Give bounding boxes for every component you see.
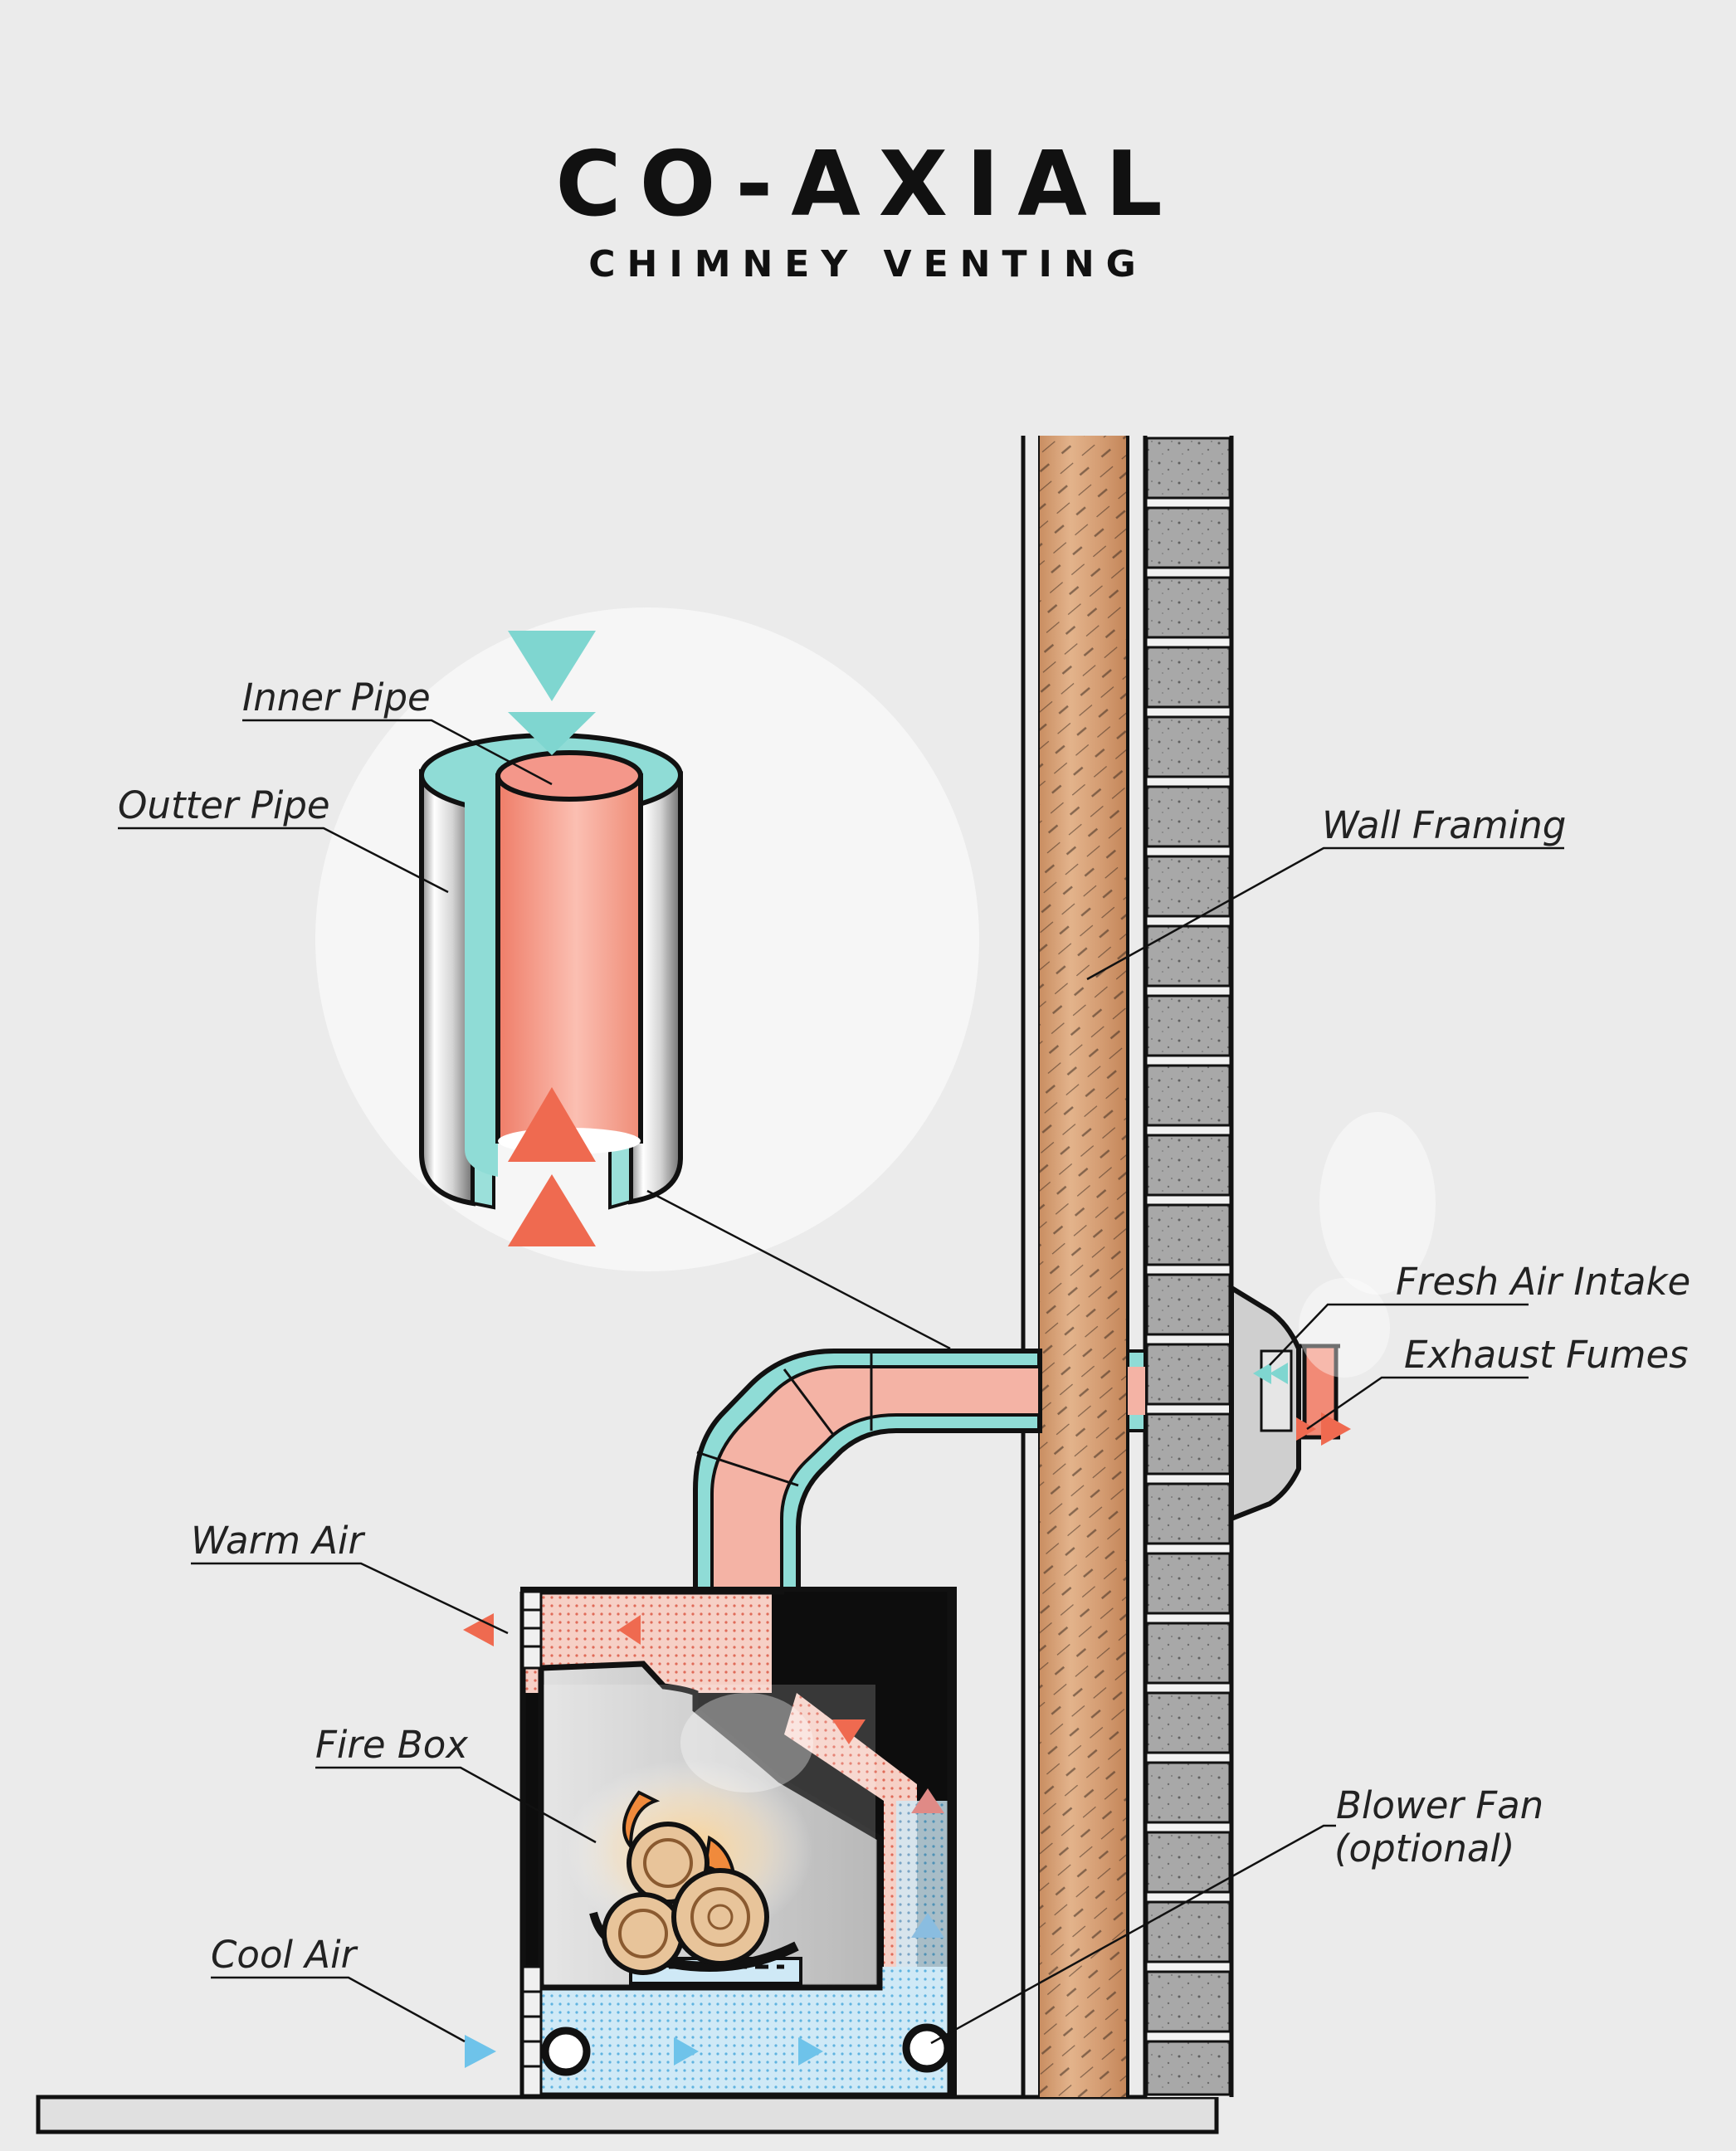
- cool-air-arrow-icon: [911, 1913, 944, 1938]
- label-warm-air: Warm Air: [191, 1519, 364, 1563]
- brick: [1145, 994, 1231, 1057]
- fire-logs-icon: [589, 1790, 799, 1975]
- label-inner-pipe: Inner Pipe: [242, 676, 431, 719]
- brick: [1145, 1761, 1231, 1824]
- label-blower-fan-note: (optional): [1334, 1827, 1515, 1871]
- exhaust-arrow-icon: [508, 1087, 596, 1162]
- fresh-air-intake-arrow-icon: [1253, 1363, 1271, 1384]
- page-title: CO-AXIAL: [555, 133, 1181, 237]
- wall-assembly: [1021, 436, 1234, 2097]
- page-subtitle: CHIMNEY VENTING: [588, 243, 1148, 285]
- cool-air-arrow-icon: [798, 2037, 823, 2066]
- wall-terminal-cap: [1229, 1112, 1436, 1523]
- brick: [1145, 1622, 1231, 1685]
- brick: [1145, 924, 1231, 988]
- exhaust-smoke: [1319, 1112, 1436, 1295]
- brick: [1145, 1134, 1231, 1197]
- brick: [1145, 506, 1231, 569]
- firebox-smoke: [680, 1693, 813, 1792]
- label-outter-pipe: Outter Pipe: [118, 783, 330, 827]
- label-exhaust-fumes: Exhaust Fumes: [1404, 1333, 1689, 1377]
- label-fresh-air-intake: Fresh Air Intake: [1396, 1260, 1691, 1304]
- brick: [1145, 1552, 1231, 1615]
- warm-air-arrow-icon: [463, 1613, 494, 1646]
- floor-slab: [36, 2095, 1219, 2134]
- label-blower-fan: Blower Fan: [1336, 1783, 1544, 1827]
- brick: [1145, 2040, 1231, 2096]
- fresh-air-arrow-icon: [508, 631, 596, 701]
- fresh-air-intake-arrow-icon: [1270, 1363, 1288, 1384]
- brick: [1145, 785, 1231, 848]
- brick: [1145, 1412, 1231, 1475]
- fresh-air-arrow-icon: [508, 712, 596, 755]
- leader-lines: [118, 719, 1564, 2045]
- brick: [1145, 1482, 1231, 1545]
- exhaust-arrow-icon: [508, 1174, 596, 1246]
- warm-air-arrow-icon: [911, 1788, 944, 1813]
- inner-pipe-body: [465, 750, 643, 1177]
- label-cool-air: Cool Air: [211, 1933, 357, 1977]
- cool-air-arrow-icon: [465, 2035, 496, 2068]
- brick: [1145, 1691, 1231, 1754]
- brick: [1145, 1273, 1231, 1336]
- label-wall-framing: Wall Framing: [1322, 803, 1567, 847]
- cool-air-louver: [521, 1965, 543, 2097]
- brick: [1145, 646, 1231, 709]
- warm-air-arrow-icon: [618, 1615, 641, 1645]
- fireplace-unit: [463, 1587, 957, 2099]
- brick: [1145, 1900, 1231, 1963]
- blower-fan-icon: [541, 2023, 952, 2076]
- brick: [1145, 1064, 1231, 1127]
- warm-air-arrow-icon: [832, 1719, 866, 1744]
- brick: [1145, 576, 1231, 639]
- brick: [1145, 1970, 1231, 2033]
- brick: [1145, 1203, 1231, 1266]
- label-fire-box: Fire Box: [315, 1723, 468, 1767]
- brick: [1145, 715, 1231, 778]
- brick: [1145, 437, 1231, 500]
- exhaust-fumes-arrow-icon: [1321, 1412, 1351, 1446]
- pipe-cutaway-inset: [315, 607, 979, 1271]
- brick: [1145, 1343, 1231, 1406]
- cool-air-arrow-icon: [674, 2037, 699, 2066]
- exhaust-fumes-arrow-icon: [1296, 1417, 1316, 1441]
- brick: [1145, 1831, 1231, 1894]
- warm-air-louver: [521, 1590, 543, 1670]
